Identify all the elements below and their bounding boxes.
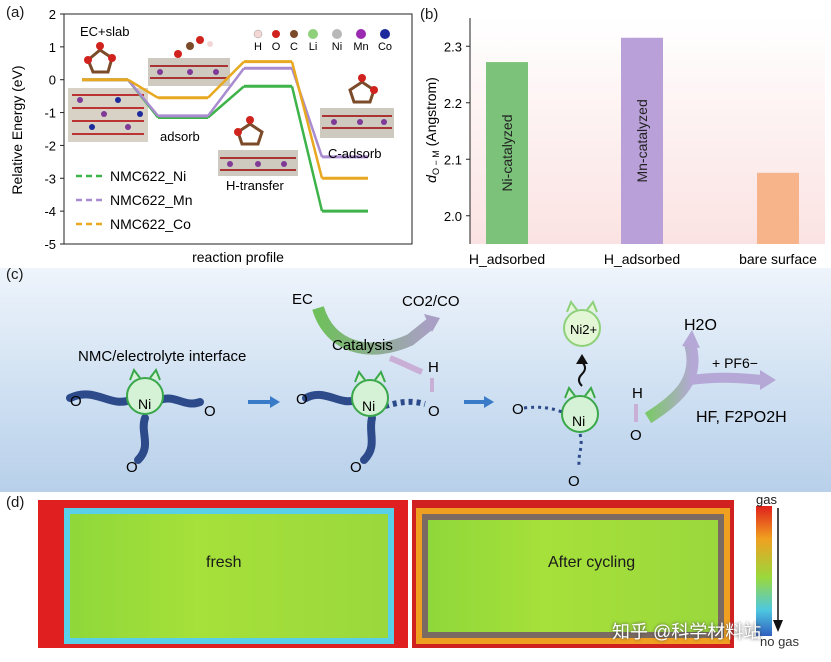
transition-line bbox=[207, 85, 245, 119]
svg-text:H: H bbox=[254, 41, 262, 53]
svg-text:H: H bbox=[428, 359, 439, 376]
stage-label-c-adsorb: C-adsorb bbox=[328, 146, 381, 161]
stage-label-ec: EC+slab bbox=[80, 24, 130, 39]
x-axis-label: reaction profile bbox=[192, 249, 284, 265]
svg-text:Co: Co bbox=[378, 41, 392, 53]
panel-d-letter: (d) bbox=[6, 494, 25, 511]
svg-text:Ni: Ni bbox=[138, 396, 151, 412]
x-category-label: bare surface bbox=[739, 251, 817, 267]
stage-label-adsorb: adsorb bbox=[160, 129, 200, 144]
svg-text:O: O bbox=[204, 403, 216, 420]
legend-label: NMC622_Co bbox=[110, 216, 191, 232]
scale-top-label: gas bbox=[756, 492, 777, 507]
slab-structure-h-transfer bbox=[218, 116, 298, 176]
interface-label: NMC/electrolyte interface bbox=[78, 348, 246, 365]
h2o-label: H2O bbox=[684, 317, 717, 334]
x-category-label: H_adsorbed bbox=[469, 251, 545, 267]
slab-structure-c-adsorb bbox=[320, 74, 394, 138]
svg-text:Mn: Mn bbox=[353, 41, 368, 53]
svg-text:O: O bbox=[512, 401, 524, 418]
bar bbox=[757, 172, 799, 244]
products-label: HF, F2PO2H bbox=[696, 409, 787, 426]
legend-label: NMC622_Ni bbox=[110, 168, 186, 184]
svg-text:O: O bbox=[272, 41, 281, 53]
product-arc bbox=[644, 342, 699, 424]
y-axis-label: dO − M (Angstrom) bbox=[423, 77, 441, 183]
transition-line bbox=[290, 61, 324, 179]
svg-text:O: O bbox=[428, 403, 440, 420]
thermal-image-fresh: fresh bbox=[38, 500, 408, 648]
y-tick-label: 2.3 bbox=[444, 39, 462, 54]
co2-co-label: CO2/CO bbox=[402, 293, 460, 310]
transition-line bbox=[207, 60, 245, 99]
ni-center-attacked: Ni O O O bbox=[296, 369, 440, 476]
y-tick-label: 2.1 bbox=[444, 152, 462, 167]
y-tick-label: 0 bbox=[49, 73, 56, 88]
svg-text:O: O bbox=[70, 393, 82, 410]
svg-text:H: H bbox=[632, 385, 643, 402]
ni-center-vacancy: Ni O O bbox=[512, 385, 599, 490]
panel-c-letter: (c) bbox=[6, 266, 24, 283]
panel-a-letter: (a) bbox=[6, 4, 25, 21]
ni-center-intact: Ni O O O bbox=[66, 367, 216, 476]
fresh-label: fresh bbox=[206, 554, 242, 571]
after-cycling-label: After cycling bbox=[548, 554, 636, 571]
bar bbox=[486, 62, 528, 244]
watermark: 知乎 @科学材料站 bbox=[612, 622, 762, 642]
svg-text:Ni2+: Ni2+ bbox=[570, 322, 597, 337]
y-tick-label: 2 bbox=[49, 7, 56, 22]
slab-structure-ec bbox=[68, 42, 148, 142]
y-tick-label: -1 bbox=[44, 106, 56, 121]
y-tick-label: -4 bbox=[44, 204, 56, 219]
transition-line bbox=[127, 78, 159, 99]
transition-line bbox=[207, 67, 245, 117]
svg-text:Ni: Ni bbox=[572, 413, 585, 429]
energy-profile-chart: -5 -4 -3 -2 -1 0 1 2 Relative Energy (eV) react… bbox=[9, 7, 413, 265]
thermal-image-cycled: After cycling bbox=[412, 500, 734, 648]
stage-label-h-transfer: H-transfer bbox=[226, 178, 284, 193]
legend-label: NMC622_Mn bbox=[110, 192, 192, 208]
gas-colour-scale bbox=[756, 506, 772, 636]
svg-text:O: O bbox=[630, 427, 642, 444]
ec-label: EC bbox=[292, 291, 313, 308]
svg-text:O: O bbox=[126, 459, 138, 476]
svg-text:Ni: Ni bbox=[332, 41, 342, 53]
slab-structure-adsorb bbox=[148, 36, 230, 86]
svg-text:C: C bbox=[290, 41, 298, 53]
bar-annotation: Mn-catalyzed bbox=[634, 99, 650, 182]
svg-text:Li: Li bbox=[309, 41, 318, 53]
svg-text:O: O bbox=[568, 473, 580, 490]
legend-atoms: H O C Li Ni Mn Co bbox=[253, 29, 392, 53]
y-tick-label: -2 bbox=[44, 138, 56, 153]
y-axis-label: Relative Energy (eV) bbox=[9, 65, 25, 194]
mechanism-scheme: NMC/electrolyte interface Ni O O O EC CO… bbox=[0, 268, 831, 492]
ni2-ion: Ni2+ bbox=[563, 299, 601, 347]
y-tick-label: 2.2 bbox=[444, 96, 462, 111]
scale-arrow bbox=[773, 508, 783, 632]
y-tick-label: -5 bbox=[44, 237, 56, 252]
scale-bottom-label: no gas bbox=[760, 634, 800, 649]
bar bbox=[621, 37, 663, 245]
x-category-label: H_adsorbed bbox=[604, 251, 680, 267]
transition-line bbox=[290, 85, 324, 212]
panel-b-letter: (b) bbox=[420, 6, 439, 23]
bond-length-bar-chart: 2.0 2.1 2.2 2.3 H_adsorbed Ni-catalyzedH_ads… bbox=[423, 18, 825, 267]
catalysis-label: Catalysis bbox=[332, 337, 393, 354]
y-tick-label: 1 bbox=[49, 40, 56, 55]
y-tick-label: 2.0 bbox=[444, 209, 462, 224]
pf6-label: + PF6− bbox=[712, 355, 758, 371]
svg-text:O: O bbox=[296, 391, 308, 408]
y-tick-label: -3 bbox=[44, 171, 56, 186]
svg-text:Ni: Ni bbox=[362, 398, 375, 414]
transition-line bbox=[127, 78, 159, 117]
catalysis-arc bbox=[312, 305, 434, 355]
bar-annotation: Ni-catalyzed bbox=[499, 115, 515, 192]
svg-text:O: O bbox=[350, 459, 362, 476]
series-NMC622_Co bbox=[82, 60, 368, 180]
